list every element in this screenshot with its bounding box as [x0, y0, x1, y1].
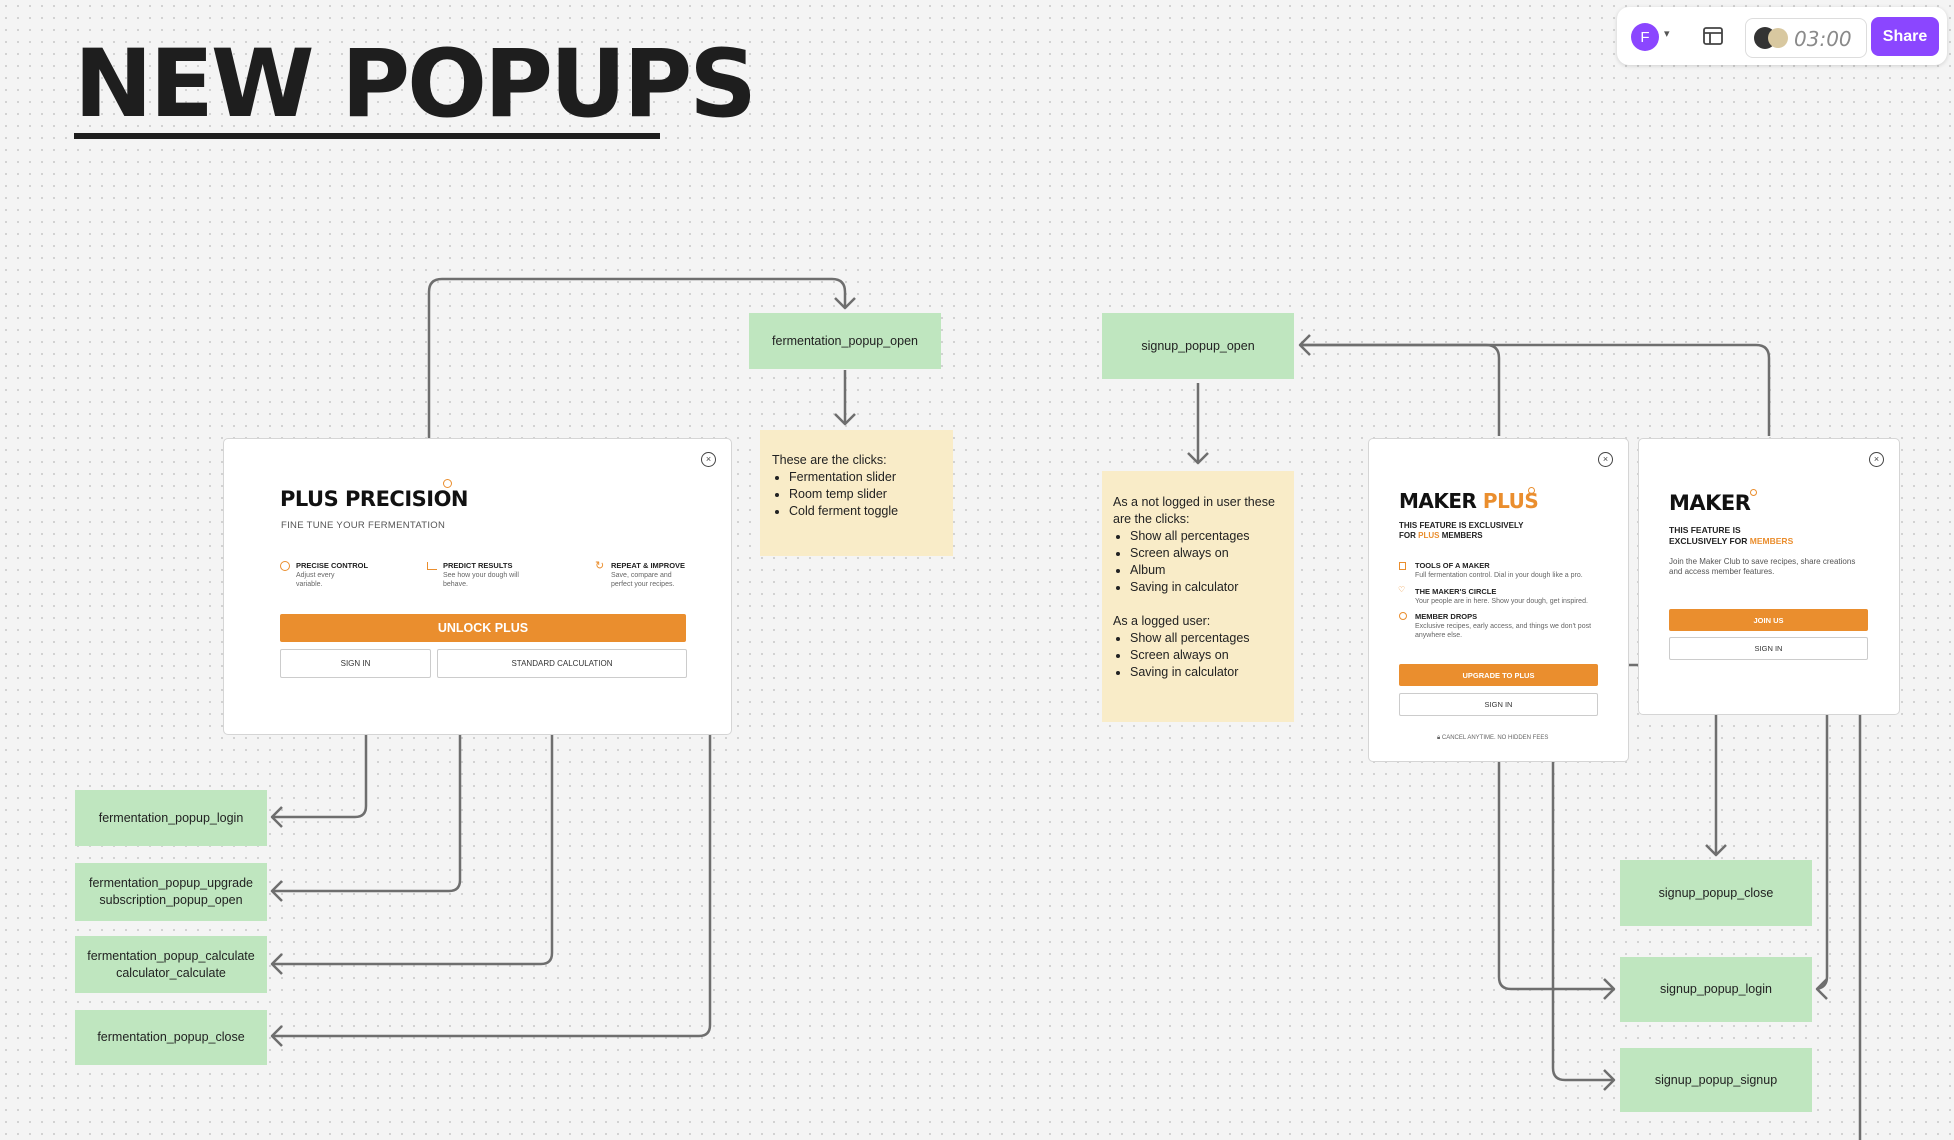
sign-in-button[interactable]: SIGN IN	[1399, 693, 1598, 716]
note-item: Cold ferment toggle	[789, 503, 942, 520]
close-icon[interactable]: ×	[701, 452, 716, 467]
note-item: Room temp slider	[789, 486, 942, 503]
popup-title: MAKER PLUS	[1399, 489, 1539, 513]
event-fermentation-popup-calculate[interactable]: fermentation_popup_calculate calculator_…	[75, 936, 267, 993]
feature-desc: Save, compare and perfect your recipes.	[611, 572, 675, 588]
sign-in-button[interactable]: SIGN IN	[1669, 637, 1868, 660]
note-signup-clicks[interactable]: As a not logged in user these are the cl…	[1102, 471, 1294, 722]
note-intro: As a logged user:	[1113, 614, 1211, 628]
sign-in-button[interactable]: SIGN IN	[280, 649, 431, 678]
note-item: Show all percentages	[1130, 630, 1283, 647]
note-item: Show all percentages	[1130, 528, 1283, 545]
note-fermentation-clicks[interactable]: These are the clicks: Fermentation slide…	[760, 430, 953, 556]
heart-icon: ♡	[1398, 585, 1406, 594]
event-fermentation-popup-upgrade[interactable]: fermentation_popup_upgrade subscription_…	[75, 863, 267, 921]
unlock-plus-button[interactable]: UNLOCK PLUS	[280, 614, 686, 642]
collaborator-avatar	[1768, 28, 1788, 48]
subtitle-accent: PLUS	[1418, 531, 1440, 540]
event-signup-popup-close[interactable]: signup_popup_close	[1620, 860, 1812, 926]
feature-title: PREDICT RESULTS	[443, 561, 513, 570]
note-item: Fermentation slider	[789, 469, 942, 486]
note-intro: As a not logged in user these are the cl…	[1113, 495, 1275, 526]
event-signup-popup-signup[interactable]: signup_popup_signup	[1620, 1048, 1812, 1112]
note-item: Screen always on	[1130, 545, 1283, 562]
feature-desc: Full fermentation control. Dial in your …	[1415, 572, 1583, 579]
feature-title: TOOLS OF A MAKER	[1415, 561, 1490, 570]
standard-calculation-button[interactable]: STANDARD CALCULATION	[437, 649, 687, 678]
feature-title: REPEAT & IMPROVE	[611, 561, 686, 570]
close-icon[interactable]: ×	[1869, 452, 1884, 467]
subtitle-text: THIS FEATURE IS	[1669, 525, 1741, 535]
close-icon[interactable]: ×	[1598, 452, 1613, 467]
cancel-anytime-note: 🔒︎ CANCEL ANYTIME. NO HIDDEN FEES	[1437, 735, 1548, 742]
feature-title: MEMBER DROPS	[1415, 612, 1478, 621]
note-item: Screen always on	[1130, 647, 1283, 664]
feature-desc: Adjust every variable.	[296, 572, 335, 588]
upgrade-to-plus-button[interactable]: UPGRADE TO PLUS	[1399, 664, 1598, 686]
event-label-line: fermentation_popup_calculate	[87, 948, 255, 963]
page-title: NEW POPUPS	[74, 30, 757, 139]
feature-desc: Your people are in here. Show your dough…	[1415, 598, 1588, 605]
event-signup-popup-open[interactable]: signup_popup_open	[1102, 313, 1294, 379]
chevron-down-icon[interactable]: ▾	[1664, 28, 1670, 40]
timer-widget[interactable]: 03:00	[1745, 18, 1867, 58]
feature-title: PRECISE CONTROL	[296, 561, 369, 570]
lock-icon: 🔒︎	[1437, 735, 1441, 741]
note-item: Album	[1130, 562, 1283, 579]
popup-title: MAKER	[1669, 491, 1751, 515]
title-underline	[74, 133, 660, 139]
feature-desc: Exclusive recipes, early access, and thi…	[1415, 623, 1592, 639]
popup-title: PLUS PRECISION	[280, 487, 469, 511]
event-fermentation-popup-open[interactable]: fermentation_popup_open	[749, 313, 941, 369]
registered-icon	[1750, 489, 1757, 496]
layout-icon[interactable]	[1702, 25, 1724, 47]
popup-description: Join the Maker Club to save recipes, sha…	[1669, 557, 1856, 576]
drop-icon	[1399, 612, 1407, 620]
maker-popup: × MAKER THIS FEATURE IS EXCLUSIVELY FOR …	[1638, 438, 1900, 715]
event-fermentation-popup-close[interactable]: fermentation_popup_close	[75, 1010, 267, 1065]
note-item: Saving in calculator	[1130, 579, 1283, 596]
popup-subtitle: THIS FEATURE IS EXCLUSIVELY FOR PLUS MEM…	[1399, 521, 1599, 541]
tools-icon	[1399, 562, 1406, 570]
feature-desc: See how your dough will behave.	[443, 572, 519, 588]
timer-text: 03:00	[1794, 27, 1852, 51]
subtitle-text: FOR	[1399, 531, 1416, 540]
registered-icon	[443, 479, 452, 488]
popup-subtitle: FINE TUNE YOUR FERMENTATION	[281, 520, 446, 531]
join-us-button[interactable]: JOIN US	[1669, 609, 1868, 631]
event-label-line: calculator_calculate	[116, 965, 226, 980]
subtitle-text: EXCLUSIVELY FOR	[1669, 536, 1748, 546]
subtitle-text: THIS FEATURE IS EXCLUSIVELY	[1399, 521, 1524, 530]
plus-precision-popup: × PLUS PRECISION FINE TUNE YOUR FERMENTA…	[223, 438, 732, 735]
refresh-icon: ↻	[595, 560, 605, 572]
footer-text: CANCEL ANYTIME. NO HIDDEN FEES	[1441, 735, 1549, 741]
feature-title: THE MAKER'S CIRCLE	[1415, 587, 1497, 596]
registered-icon	[1528, 487, 1535, 494]
event-label-line: subscription_popup_open	[99, 893, 243, 907]
event-signup-popup-login[interactable]: signup_popup_login	[1620, 957, 1812, 1022]
popup-subtitle: THIS FEATURE IS EXCLUSIVELY FOR MEMBERS	[1669, 525, 1869, 547]
event-fermentation-popup-login[interactable]: fermentation_popup_login	[75, 790, 267, 846]
maker-plus-popup: × MAKER PLUS THIS FEATURE IS EXCLUSIVELY…	[1368, 438, 1629, 762]
note-intro: These are the clicks:	[772, 453, 887, 467]
user-avatar[interactable]: F	[1631, 23, 1659, 51]
subtitle-text: MEMBERS	[1441, 531, 1483, 540]
chart-icon	[427, 562, 437, 570]
subtitle-accent: MEMBERS	[1749, 536, 1794, 546]
note-item: Saving in calculator	[1130, 664, 1283, 681]
target-icon	[280, 561, 290, 571]
share-button[interactable]: Share	[1871, 17, 1939, 56]
title-maker: MAKER	[1399, 489, 1477, 513]
event-label-line: fermentation_popup_upgrade	[88, 876, 254, 890]
top-toolbar: F ▾ 03:00 Share	[1617, 7, 1947, 65]
